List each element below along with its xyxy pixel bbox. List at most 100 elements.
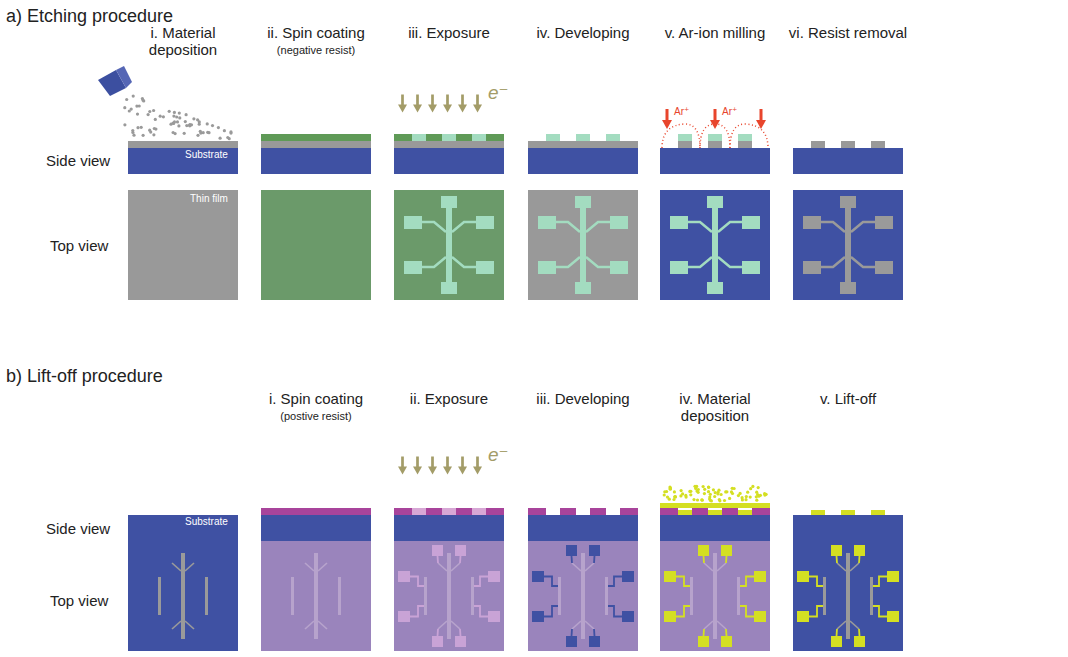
- illustration-part: [660, 541, 770, 651]
- illustration-part: [261, 541, 371, 651]
- illustration-part: [757, 486, 760, 489]
- illustration-part: [728, 497, 731, 500]
- illustration-part: [744, 498, 747, 501]
- step-label: v. Ar-ion milling: [650, 24, 780, 41]
- illustration-part: [793, 148, 903, 174]
- illustration-part: [412, 134, 426, 141]
- illustration-part: [188, 124, 191, 127]
- illustration-part: [841, 510, 855, 515]
- layer-label: Substrate: [185, 516, 245, 528]
- illustration-part: [688, 490, 691, 493]
- illustration-part: [713, 495, 716, 498]
- illustration-part: [394, 515, 504, 541]
- step-label: ii. Exposure: [384, 390, 514, 407]
- illustration-part: [136, 126, 139, 129]
- illustration-part: [261, 141, 371, 148]
- illustration-part: [177, 124, 180, 127]
- illustration-part: [708, 134, 722, 141]
- illustration-part: [763, 494, 766, 497]
- illustration-part: [148, 110, 151, 113]
- illustration-part: [428, 95, 437, 113]
- illustration-part: [678, 510, 692, 515]
- illustration-part: [664, 545, 766, 647]
- illustration-part: [708, 510, 722, 515]
- illustration-part: [229, 132, 232, 135]
- illustration-part: [472, 134, 486, 141]
- illustration-part: [871, 141, 885, 148]
- step-label: iii. Exposure: [384, 24, 514, 41]
- illustration-part: [217, 126, 220, 129]
- illustration-part: [793, 190, 903, 300]
- illustration-part: [394, 190, 504, 300]
- illustration-part: [398, 95, 407, 113]
- illustration-part: [116, 66, 132, 88]
- illustration-part: [793, 541, 903, 651]
- illustration-part: [707, 490, 710, 493]
- step-note: (negative resist): [251, 44, 381, 57]
- illustration-part: [185, 124, 188, 127]
- panel-title: b) Lift-off procedure: [6, 366, 306, 387]
- layer-label: Thin film: [190, 193, 240, 205]
- illustration-part: [746, 491, 749, 494]
- illustration-part: [718, 499, 721, 502]
- illustration-part: [528, 190, 638, 300]
- illustration-part: [723, 499, 726, 502]
- illustration-part: [142, 134, 145, 137]
- illustration-part: [412, 508, 426, 515]
- illustration-part: [701, 499, 704, 502]
- illustration-part: [684, 494, 687, 497]
- illustration-part: [140, 126, 143, 129]
- illustration-part: [261, 148, 371, 174]
- illustration-part: [211, 124, 214, 127]
- illustration-part: [158, 553, 208, 639]
- illustration-part: [261, 515, 371, 541]
- illustration-part: [606, 134, 620, 141]
- step-label: vi. Resist removal: [783, 24, 913, 41]
- illustration-part: [717, 489, 720, 492]
- illustration-part: [662, 109, 672, 129]
- electron-symbol: e⁻: [488, 82, 518, 104]
- illustration-part: [679, 494, 682, 497]
- illustration-part: [669, 487, 672, 490]
- liftoff-side-views: [128, 457, 903, 542]
- illustration-part: [219, 137, 222, 140]
- illustration-part: [738, 134, 752, 141]
- step-label: v. Lift-off: [783, 390, 913, 407]
- illustration-part: [528, 508, 546, 515]
- illustration-part: [673, 495, 676, 498]
- panel-title: a) Etching procedure: [6, 6, 306, 27]
- illustration-part: [590, 508, 606, 515]
- illustration-part: [670, 196, 760, 294]
- view-label: Top view: [50, 592, 130, 609]
- illustration-part: [660, 148, 770, 174]
- illustration-part: [153, 127, 156, 130]
- illustration-part: [674, 495, 677, 498]
- illustration-part: [759, 494, 762, 497]
- view-label: Side view: [46, 152, 126, 169]
- illustration-part: [442, 134, 456, 141]
- illustration-part: [708, 141, 722, 148]
- illustration-part: [695, 489, 698, 492]
- illustration-part: [398, 95, 482, 113]
- illustration-part: [138, 104, 141, 107]
- illustration-part: [558, 553, 608, 639]
- illustration-part: [528, 515, 638, 541]
- illustration-part: [175, 115, 178, 118]
- illustration-part: [678, 134, 692, 141]
- illustration-part: [674, 495, 677, 498]
- illustration-part: [703, 488, 706, 491]
- illustration-part: [756, 109, 766, 129]
- etch-top-views: [128, 190, 903, 300]
- illustration-part: [184, 120, 187, 123]
- illustration-part: [752, 508, 770, 515]
- illustration-part: [692, 498, 695, 501]
- illustration-part: [725, 490, 728, 493]
- illustration-part: [130, 108, 133, 111]
- illustration-part: [823, 553, 873, 639]
- illustration-part: [678, 141, 692, 148]
- ion-symbol: Ar⁺: [722, 106, 748, 118]
- illustration-part: [185, 113, 188, 116]
- illustration-part: [730, 490, 733, 493]
- illustration-part: [738, 141, 752, 148]
- illustration-part: [473, 95, 482, 113]
